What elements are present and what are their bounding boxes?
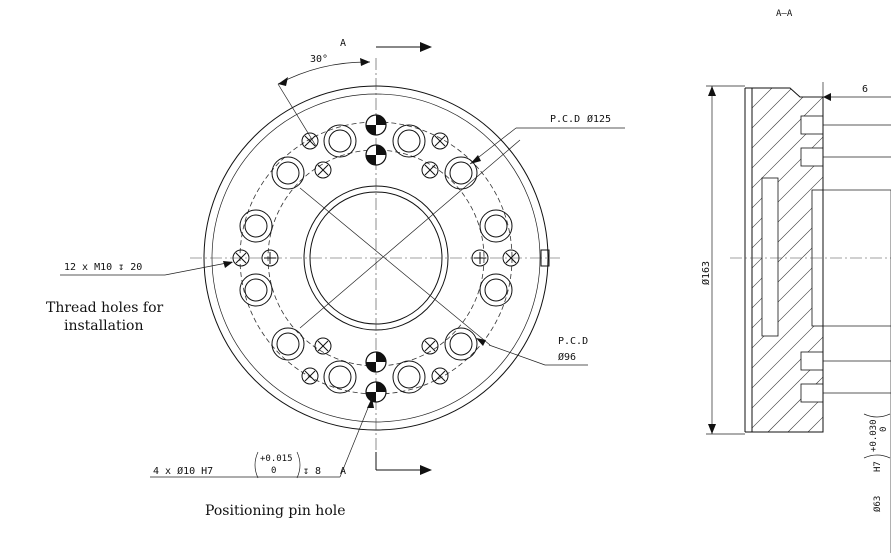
thread-caption-line1: Thread holes for xyxy=(46,300,164,316)
pin-tol-paren-left xyxy=(254,451,259,479)
pin-tol-paren-right xyxy=(296,451,301,479)
pcd-outer-value: Ø125 xyxy=(587,113,611,125)
diagonal-line-2 xyxy=(299,187,491,346)
bore-tol-paren-bottom xyxy=(863,413,891,418)
right-extension-lines xyxy=(823,124,891,553)
pin-caption: Positioning pin hole xyxy=(205,503,346,519)
thread-callout: 12 x M10 ↧ 20 xyxy=(64,262,142,273)
front-view: A A 30° P.C.D Ø125 P.C. xyxy=(46,38,625,519)
bore-tol-paren-top xyxy=(863,454,891,459)
pcd-inner-value: Ø96 xyxy=(558,351,576,363)
thread-holes xyxy=(232,132,520,385)
view-label: A—A xyxy=(776,9,793,19)
pin-tol-lower: 0 xyxy=(271,466,276,476)
thread-caption-line2: installation xyxy=(64,318,144,334)
pin-tol-upper: +0.015 xyxy=(260,454,293,464)
pcd-96-leader xyxy=(476,338,588,366)
section-view: A—A xyxy=(700,9,891,553)
angle-dim-label: 30° xyxy=(310,54,328,65)
top-dim xyxy=(800,82,891,101)
bore-dia: Ø63 xyxy=(872,496,883,512)
section-mark-bottom: A xyxy=(340,466,346,477)
outer-dia-label: Ø163 xyxy=(700,261,712,285)
diagonal-line-1 xyxy=(299,139,521,329)
pin-callout-main: 4 x Ø10 H7 xyxy=(153,465,213,477)
pcd-125-leader xyxy=(469,127,625,165)
section-mark-top: A xyxy=(340,38,346,49)
pcd-inner-label: P.C.D xyxy=(558,336,588,347)
key-slot xyxy=(540,249,550,267)
bore-tol-upper: +0.030 xyxy=(869,419,879,452)
bore-fit: H7 xyxy=(873,461,883,472)
angle-dimension xyxy=(277,58,371,147)
bore-tol-lower: 0 xyxy=(879,427,889,432)
pin-holes xyxy=(365,114,387,403)
pcd-outer-label: P.C.D xyxy=(550,114,580,125)
section-hatch xyxy=(752,88,823,432)
thread-callout-leader xyxy=(60,261,233,276)
section-arrow-top xyxy=(376,42,432,52)
outer-dia-dimension xyxy=(706,85,745,435)
section-arrow-bottom xyxy=(375,452,432,475)
pin-callout-leader xyxy=(150,397,374,478)
counterbore-holes xyxy=(239,124,513,394)
top-dim-label: 6 xyxy=(862,84,868,95)
pin-depth: ↧ 8 xyxy=(303,466,321,477)
